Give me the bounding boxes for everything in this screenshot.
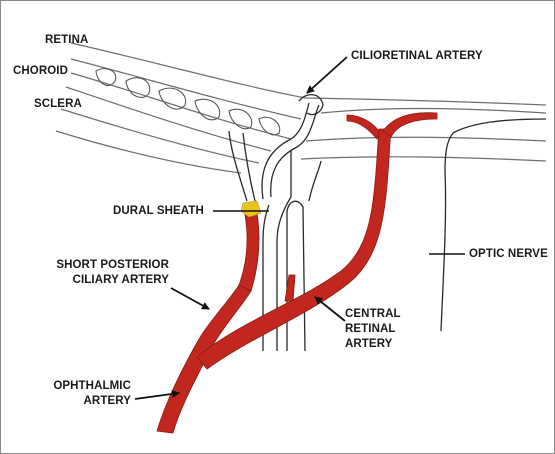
cilioretinal-vessel-inner <box>243 105 319 201</box>
choroid-vessel-loop <box>259 117 280 135</box>
label-line: ARTERY <box>21 394 131 409</box>
optic-nerve-right-edge <box>441 133 453 331</box>
short-posterior-ciliary-arrow <box>171 288 209 309</box>
label-dural-sheath: DURAL SHEATH <box>113 204 204 219</box>
label-ophthalmic-artery: OPHTHALMIC ARTERY <box>21 379 131 409</box>
cilioretinal-arrow <box>307 57 347 93</box>
label-central-retinal-artery: CENTRAL RETINAL ARTERY <box>345 307 401 352</box>
choroidal-vessels <box>96 69 280 135</box>
choroid-vessel-loop <box>229 109 252 129</box>
central-retinal-arrow <box>315 297 345 321</box>
choroid-vessel-loop <box>126 78 150 98</box>
short-posterior-ciliary-artery <box>239 213 259 291</box>
label-line: CENTRAL <box>345 307 401 322</box>
label-cilioretinal-artery: CILIORETINAL ARTERY <box>351 49 483 64</box>
label-line: SHORT POSTERIOR <box>19 258 169 273</box>
label-retina: RETINA <box>45 33 88 48</box>
choroid-vessel-loop <box>159 88 186 109</box>
label-short-posterior-ciliary-artery: SHORT POSTERIOR CILIARY ARTERY <box>19 258 169 288</box>
label-line: RETINAL <box>345 322 401 337</box>
choroid-layer-lower <box>71 73 291 139</box>
disc-line-1 <box>321 109 546 114</box>
disc-line-3 <box>301 157 546 161</box>
optic-nerve-top-right <box>453 119 546 133</box>
label-sclera: SCLERA <box>34 97 82 112</box>
label-line: OPHTHALMIC <box>21 379 131 394</box>
disc-line-2 <box>306 137 546 141</box>
label-line: ARTERY <box>345 337 401 352</box>
retinal-artery-branch-left <box>347 115 379 139</box>
disc-cup-left <box>309 161 321 201</box>
label-line: CILIARY ARTERY <box>19 273 169 288</box>
label-choroid: CHOROID <box>13 64 68 79</box>
arteries <box>157 113 437 433</box>
retinal-artery-branch-right <box>383 113 437 137</box>
dural-sheath-marker <box>241 201 261 217</box>
label-optic-nerve: OPTIC NERVE <box>469 247 548 262</box>
choroid-vessel-loop <box>195 99 220 120</box>
